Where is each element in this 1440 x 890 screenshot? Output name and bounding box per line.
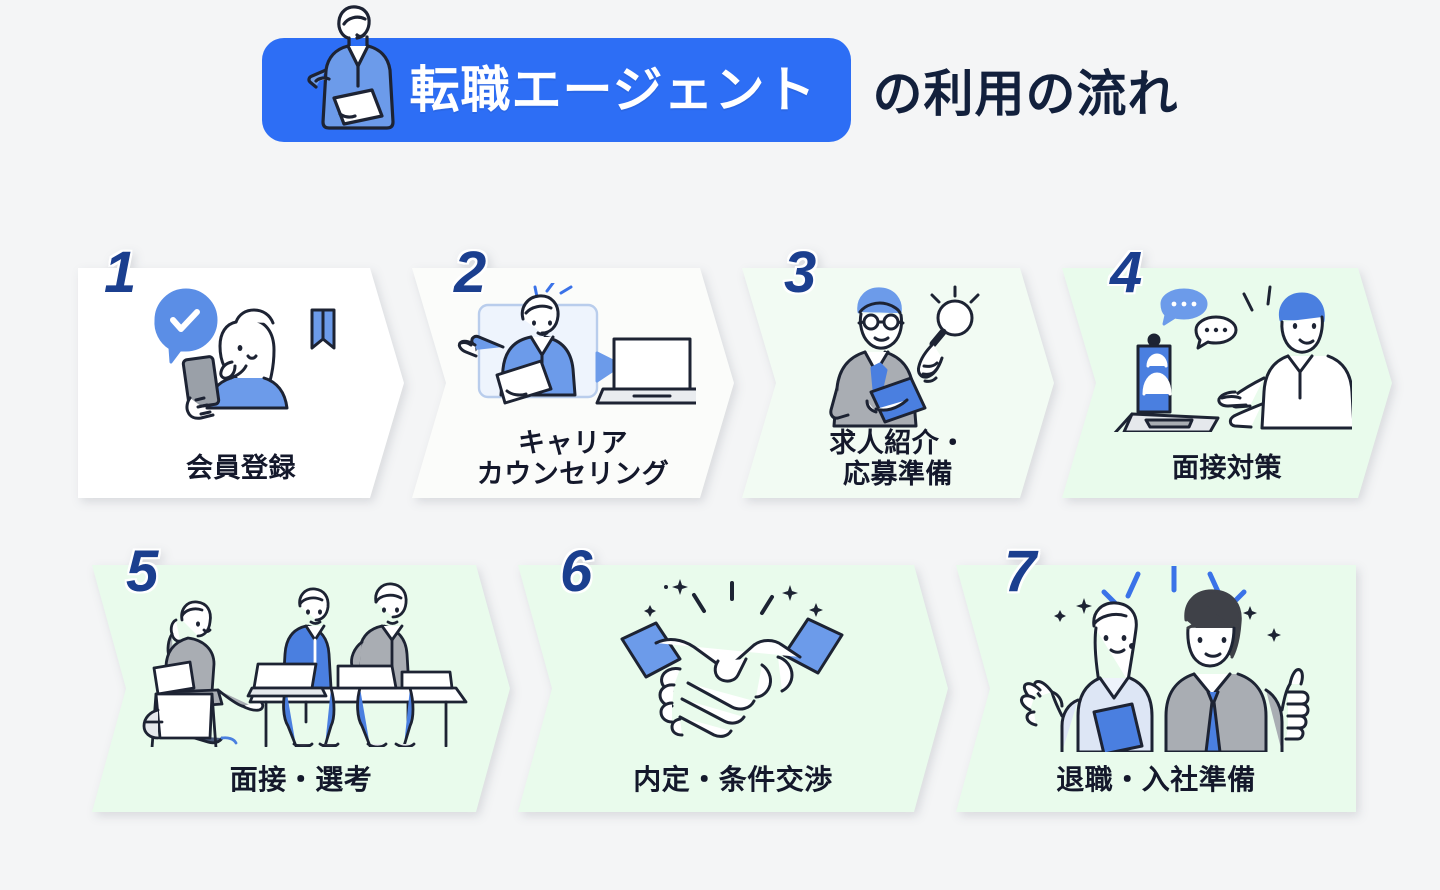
step-label-2-line-2: カウンセリング (476, 459, 670, 490)
step-number-3: 3 (784, 240, 817, 305)
step-card-5[interactable]: 5 (92, 543, 510, 812)
step-label-6: 内定・条件交渉 (633, 764, 833, 796)
step-icon-5 (92, 575, 510, 747)
title-badge-wrap: 転職エージェント (261, 5, 851, 142)
counselor-laptop-video-call-icon (457, 283, 696, 405)
step-number-7: 7 (1004, 539, 1037, 604)
step-icon-1 (78, 282, 404, 432)
step-label-4: 面接対策 (1172, 453, 1282, 484)
steps-row-bottom: 5 (92, 543, 1356, 812)
step-number-5: 5 (126, 539, 159, 604)
step-card-6[interactable]: 6 (518, 543, 948, 812)
step-label-3-line-1: 求人紹介・ (829, 428, 967, 459)
steps-row-top: 1 (78, 244, 1400, 498)
step-label-1: 会員登録 (186, 453, 296, 484)
step-icon-4 (1062, 282, 1392, 432)
step-number-2: 2 (454, 240, 487, 305)
title-tail-text: の利用の流れ (872, 66, 1179, 122)
step-card-6-background (518, 565, 948, 812)
step-label-3: 求人紹介・ 応募準備 (742, 428, 1054, 490)
step-icon-7 (956, 566, 1356, 752)
step-number-6: 6 (560, 539, 593, 604)
step-label-7: 退職・入社準備 (1056, 764, 1256, 796)
title-badge-text: 転職エージェント (409, 62, 817, 118)
step-label-2-line-1: キャリア (518, 428, 628, 459)
title-badge: 転職エージェント (261, 38, 851, 142)
step-label-2: キャリア カウンセリング (412, 428, 734, 490)
step-card-3[interactable]: 3 (742, 244, 1054, 498)
smartphone-checkmark-registration-icon (154, 288, 336, 420)
handshake-agreement-icon (620, 579, 844, 738)
step-number-4: 4 (1110, 240, 1143, 305)
step-icon-2 (412, 282, 734, 432)
step-label-3-line-2: 応募準備 (843, 459, 953, 490)
step-label-5: 面接・選考 (229, 764, 373, 796)
step-card-7[interactable]: 7 (956, 543, 1356, 812)
two-people-thumbs-up-celebration-icon (1020, 566, 1310, 752)
step-icon-6 (518, 575, 948, 743)
page-title: 転職エージェント の利用の流れ (0, 5, 1440, 142)
recruiter-magnifier-clipboard-icon (829, 285, 980, 428)
step-icon-3 (742, 282, 1054, 432)
interview-panel-meeting-icon (142, 582, 468, 747)
online-interview-practice-icon (1113, 285, 1352, 432)
step-card-2[interactable]: 2 (412, 244, 734, 498)
step-card-1[interactable]: 1 (78, 244, 404, 498)
step-number-1: 1 (104, 240, 137, 305)
step-card-4[interactable]: 4 (1062, 244, 1392, 498)
